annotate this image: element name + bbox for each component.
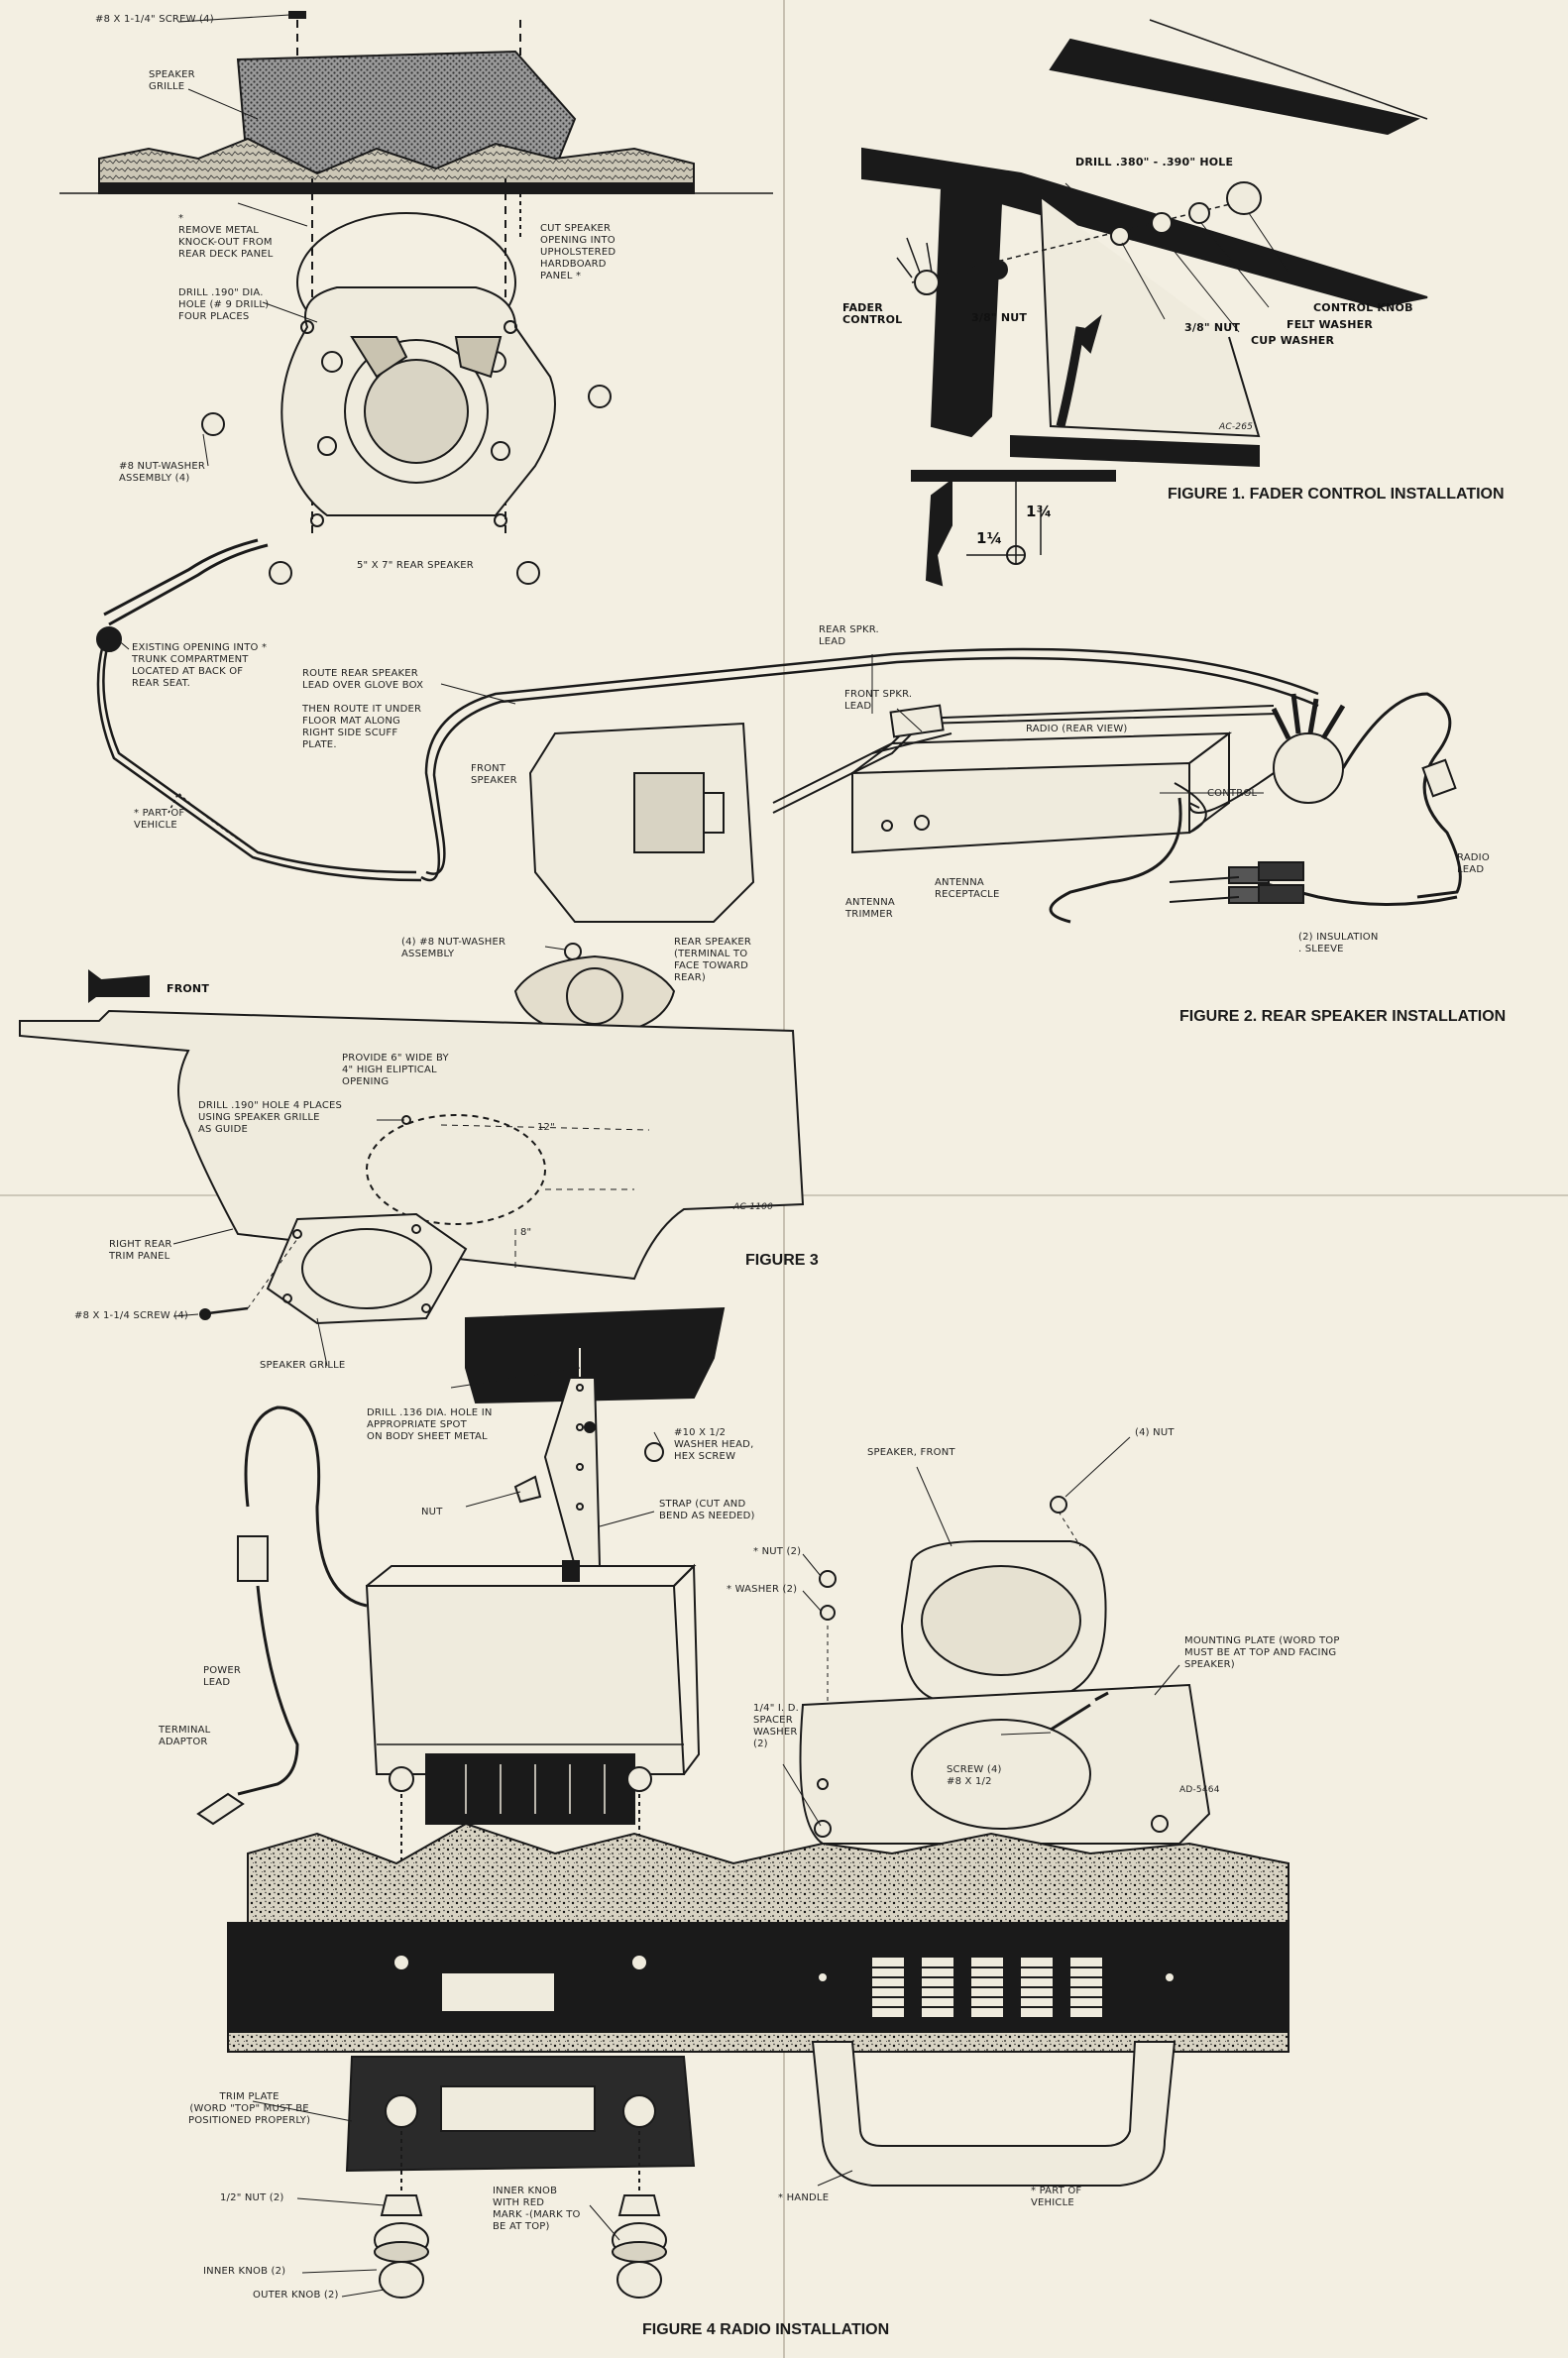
dimension-1-3-4: 1¾ (1026, 503, 1053, 520)
label-nut-38-left: 3/8" NUT (971, 311, 1028, 324)
label-radio-lead: RADIO LEAD (1457, 852, 1490, 875)
label-fader-control: FADER CONTROL (842, 301, 903, 326)
label-felt-washer: FELT WASHER (1287, 318, 1374, 331)
label-nut-washer-assembly: #8 NUT-WASHER ASSEMBLY (4) (119, 461, 206, 484)
label-screw-fig3: #8 X 1-1/4 SCREW (4) (74, 1310, 189, 1321)
label-drill-190: DRILL .190" DIA. HOLE (# 9 DRILL) FOUR P… (178, 287, 270, 322)
label-half-nut: 1/2" NUT (2) (220, 2192, 284, 2203)
label-rear-spkr-lead: REAR SPKR. LEAD (819, 624, 879, 647)
label-speaker-front: SPEAKER, FRONT (867, 1447, 955, 1458)
label-strap: STRAP (CUT AND BEND AS NEEDED) (659, 1499, 755, 1521)
label-drill-380: DRILL .380" - .390" HOLE (1075, 156, 1234, 168)
label-washer-2: * WASHER (2) (727, 1584, 798, 1595)
label-nut-washer-asm: (4) #8 NUT-WASHER ASSEMBLY (401, 937, 506, 959)
label-cup-washer: CUP WASHER (1251, 334, 1335, 347)
label-drill-190-4: DRILL .190" HOLE 4 PLACES USING SPEAKER … (198, 1100, 343, 1135)
dimension-1-1-4: 1¼ (976, 529, 1003, 547)
label-inner-knob-red: INNER KNOB WITH RED MARK -(MARK TO BE AT… (493, 2186, 581, 2232)
label-nut-38-right: 3/8" NUT (1184, 321, 1241, 334)
caption-figure-3: FIGURE 3 (745, 1252, 819, 1269)
label-nut: NUT (421, 1507, 443, 1517)
label-front-speaker: FRONT SPEAKER (471, 763, 517, 786)
label-screw-top: #8 x 1-1/4" SCREW (4) (95, 14, 214, 25)
figure-4-drawing (196, 1306, 1289, 2299)
caption-figure-1: FIGURE 1. FADER CONTROL INSTALLATION (1168, 486, 1505, 503)
label-remove-knockout: * REMOVE METAL KNOCK-OUT FROM REAR DECK … (178, 213, 274, 260)
label-trim-plate: TRIM PLATE (WORD "TOP" MUST BE POSITIONE… (188, 2091, 311, 2126)
caption-figure-2: FIGURE 2. REAR SPEAKER INSTALLATION (1179, 1008, 1507, 1025)
label-inner-knob: INNER KNOB (2) (203, 2266, 286, 2277)
dimension-12: 12" (537, 1122, 555, 1133)
label-nut-2: * NUT (2) (753, 1546, 802, 1557)
label-ad-5464: AD-5464 (1179, 1785, 1220, 1795)
figure-2-drawing (59, 11, 1462, 1038)
figure-3-drawing (19, 969, 805, 1325)
label-ac-265: AC-265 (1219, 422, 1254, 432)
leader-lines (116, 14, 1289, 2298)
dimension-8: 8" (520, 1227, 532, 1238)
label-terminal-adaptor: TERMINAL ADAPTOR (159, 1725, 211, 1747)
label-speaker-grille-fig3: SPEAKER GRILLE (260, 1360, 346, 1371)
label-power-lead: POWER LEAD (203, 1665, 242, 1688)
label-washer-head-screw: #10 X 1/2 WASHER HEAD, HEX SCREW (674, 1427, 754, 1462)
label-existing-opening: EXISTING OPENING INTO * TRUNK COMPARTMEN… (132, 642, 268, 689)
label-control: CONTROL (1207, 788, 1258, 799)
label-drill-136: DRILL .136 DIA. HOLE IN APPROPRIATE SPOT… (367, 1407, 493, 1442)
label-provide-opening: PROVIDE 6" WIDE BY 4" HIGH ELIPTICAL OPE… (342, 1053, 449, 1087)
label-radio-rear-view: RADIO (REAR VIEW) (1026, 724, 1128, 734)
label-mounting-plate: MOUNTING PLATE (WORD TOP MUST BE AT TOP … (1184, 1635, 1340, 1670)
label-outer-knob: OUTER KNOB (2) (253, 2290, 339, 2301)
label-speaker-grille-top: SPEAKER GRILLE (149, 69, 195, 92)
label-antenna-receptacle: ANTENNA RECEPTACLE (935, 877, 1000, 900)
label-front-spkr-lead: FRONT SPKR. LEAD (844, 689, 913, 712)
label-route-lead: ROUTE REAR SPEAKER LEAD OVER GLOVE BOX T… (302, 668, 424, 750)
label-control-knob: CONTROL KNOB (1313, 301, 1413, 314)
label-insulation-sleeve: (2) INSULATION . SLEEVE (1298, 932, 1379, 954)
label-nut-4: (4) NUT (1135, 1427, 1175, 1438)
caption-figure-4: FIGURE 4 RADIO INSTALLATION (642, 2321, 890, 2338)
label-part-of-vehicle-2: * PART OF VEHICLE (1031, 2186, 1082, 2208)
label-screw-4-8: SCREW (4) #8 X 1/2 (947, 1764, 1002, 1787)
label-handle: * HANDLE (778, 2192, 830, 2203)
figure-1-drawing (861, 19, 1428, 587)
label-rear-speaker-terminal: REAR SPEAKER (TERMINAL TO FACE TOWARD RE… (674, 937, 751, 983)
label-right-rear-trim: RIGHT REAR TRIM PANEL (109, 1239, 172, 1262)
label-part-of-vehicle: * PART OF VEHICLE (134, 808, 185, 831)
label-rear-speaker-size: 5" x 7" REAR SPEAKER (357, 560, 474, 571)
label-front: FRONT (167, 982, 210, 995)
label-antenna-trimmer: ANTENNA TRIMMER (845, 897, 895, 920)
label-ac-1100: AC-1100 (733, 1202, 773, 1212)
label-spacer-washer: 1/4" I. D. SPACER WASHER (2) (753, 1703, 800, 1749)
label-cut-speaker-opening: CUT SPEAKER OPENING INTO UPHOLSTERED HAR… (540, 223, 616, 281)
